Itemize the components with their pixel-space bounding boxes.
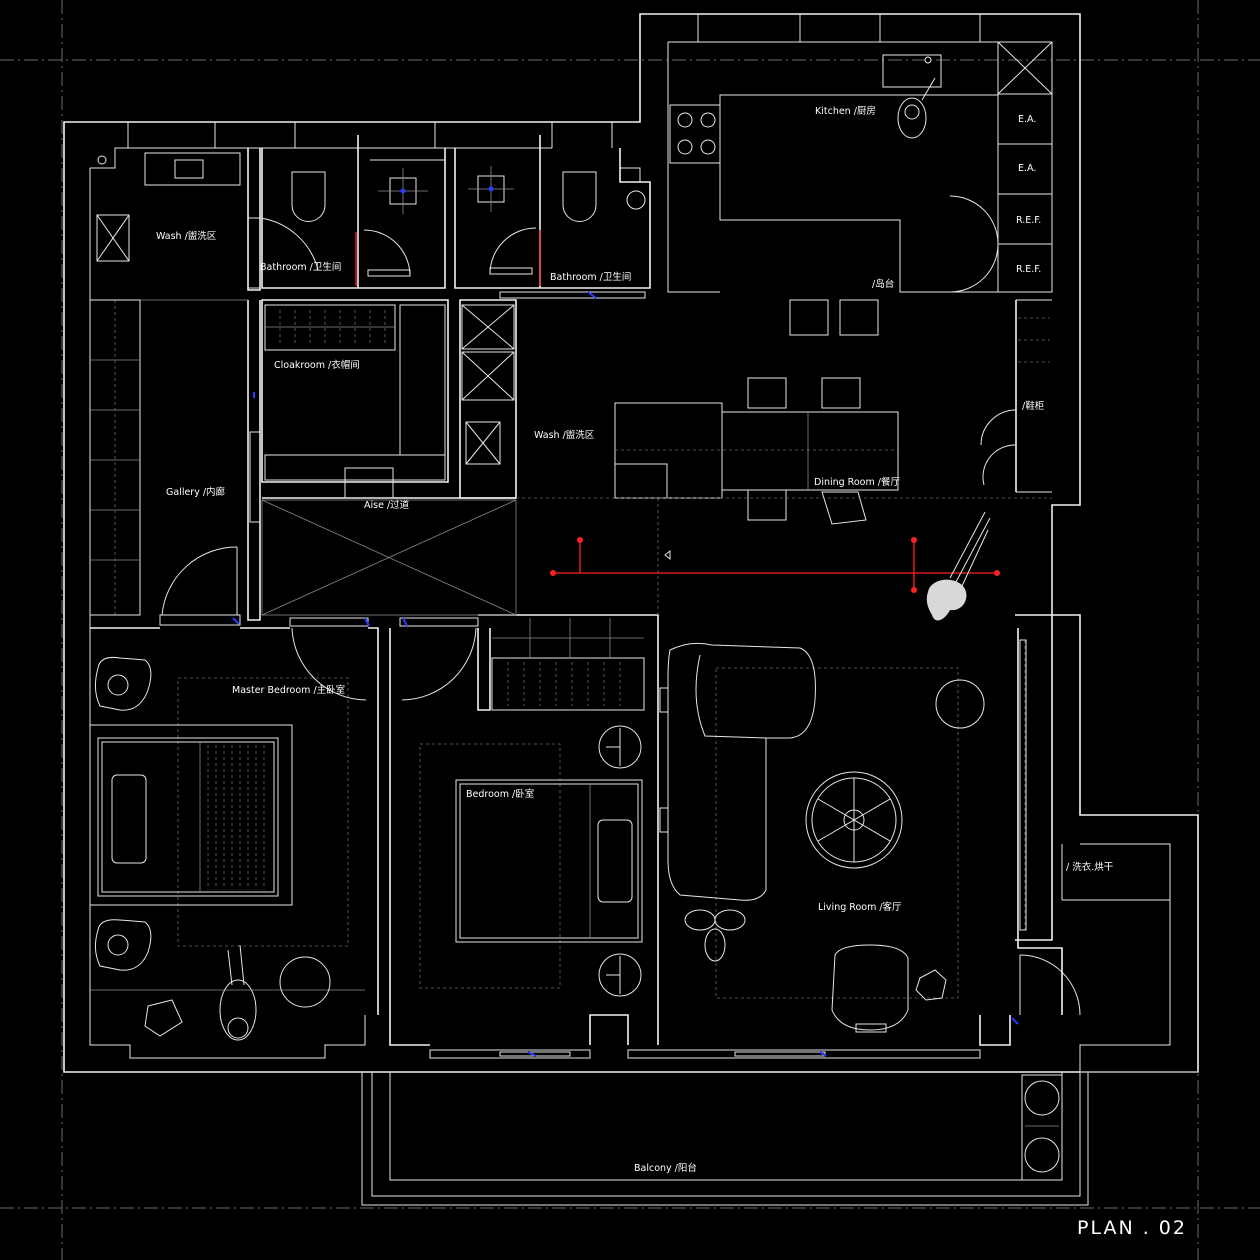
bathroom-fixtures (247, 159, 646, 299)
bottom-windows (429, 1049, 981, 1059)
bedroom-fixtures (419, 618, 645, 997)
room-labels: Kitchen /厨房 /岛台 E.A. E.A. R.E.F. R.E.F. … (156, 105, 1113, 1174)
label-shoe-cabinet: /鞋柜 (1022, 400, 1045, 412)
label-ref-1: R.E.F. (1016, 215, 1041, 226)
person-figure (926, 511, 991, 621)
label-cloakroom: Cloakroom /衣帽间 (274, 359, 360, 371)
kitchen-fixtures (669, 41, 1053, 336)
label-aisle: Aise /过道 (364, 499, 410, 511)
label-bathroom-left: Bathroom /卫生间 (260, 261, 341, 273)
label-wash-center: Wash /盥洗区 (534, 429, 595, 441)
master-bedroom-fixtures (90, 657, 365, 1041)
dining-fixtures (721, 317, 1050, 525)
label-living-room: Living Room /客厅 (818, 901, 902, 913)
label-bedroom: Bedroom /卧室 (466, 788, 534, 800)
wash-gallery-fixtures (89, 152, 241, 626)
living-room-fixtures (659, 639, 1081, 1033)
balcony (361, 1071, 1198, 1206)
label-laundry: / 洗衣.烘干 (1066, 861, 1113, 873)
plan-title: PLAN . 02 (1077, 1217, 1187, 1239)
label-dining-room: Dining Room /餐厅 (814, 476, 900, 488)
label-ea-2: E.A. (1018, 163, 1036, 174)
label-ref-2: R.E.F. (1016, 264, 1041, 275)
label-wash-top: Wash /盥洗区 (156, 230, 217, 242)
cloakroom-fixtures (249, 304, 898, 523)
label-master-bedroom: Master Bedroom /主卧室 (232, 684, 345, 696)
label-balcony: Balcony /阳台 (634, 1162, 697, 1174)
label-gallery: Gallery /内廊 (166, 486, 226, 498)
label-ea-1: E.A. (1018, 114, 1036, 125)
label-bathroom-right: Bathroom /卫生间 (550, 271, 631, 283)
aisle-markings (261, 497, 1052, 701)
dimension-markers (550, 537, 1000, 593)
label-kitchen: Kitchen /厨房 (815, 105, 876, 117)
label-island: /岛台 (872, 278, 894, 290)
